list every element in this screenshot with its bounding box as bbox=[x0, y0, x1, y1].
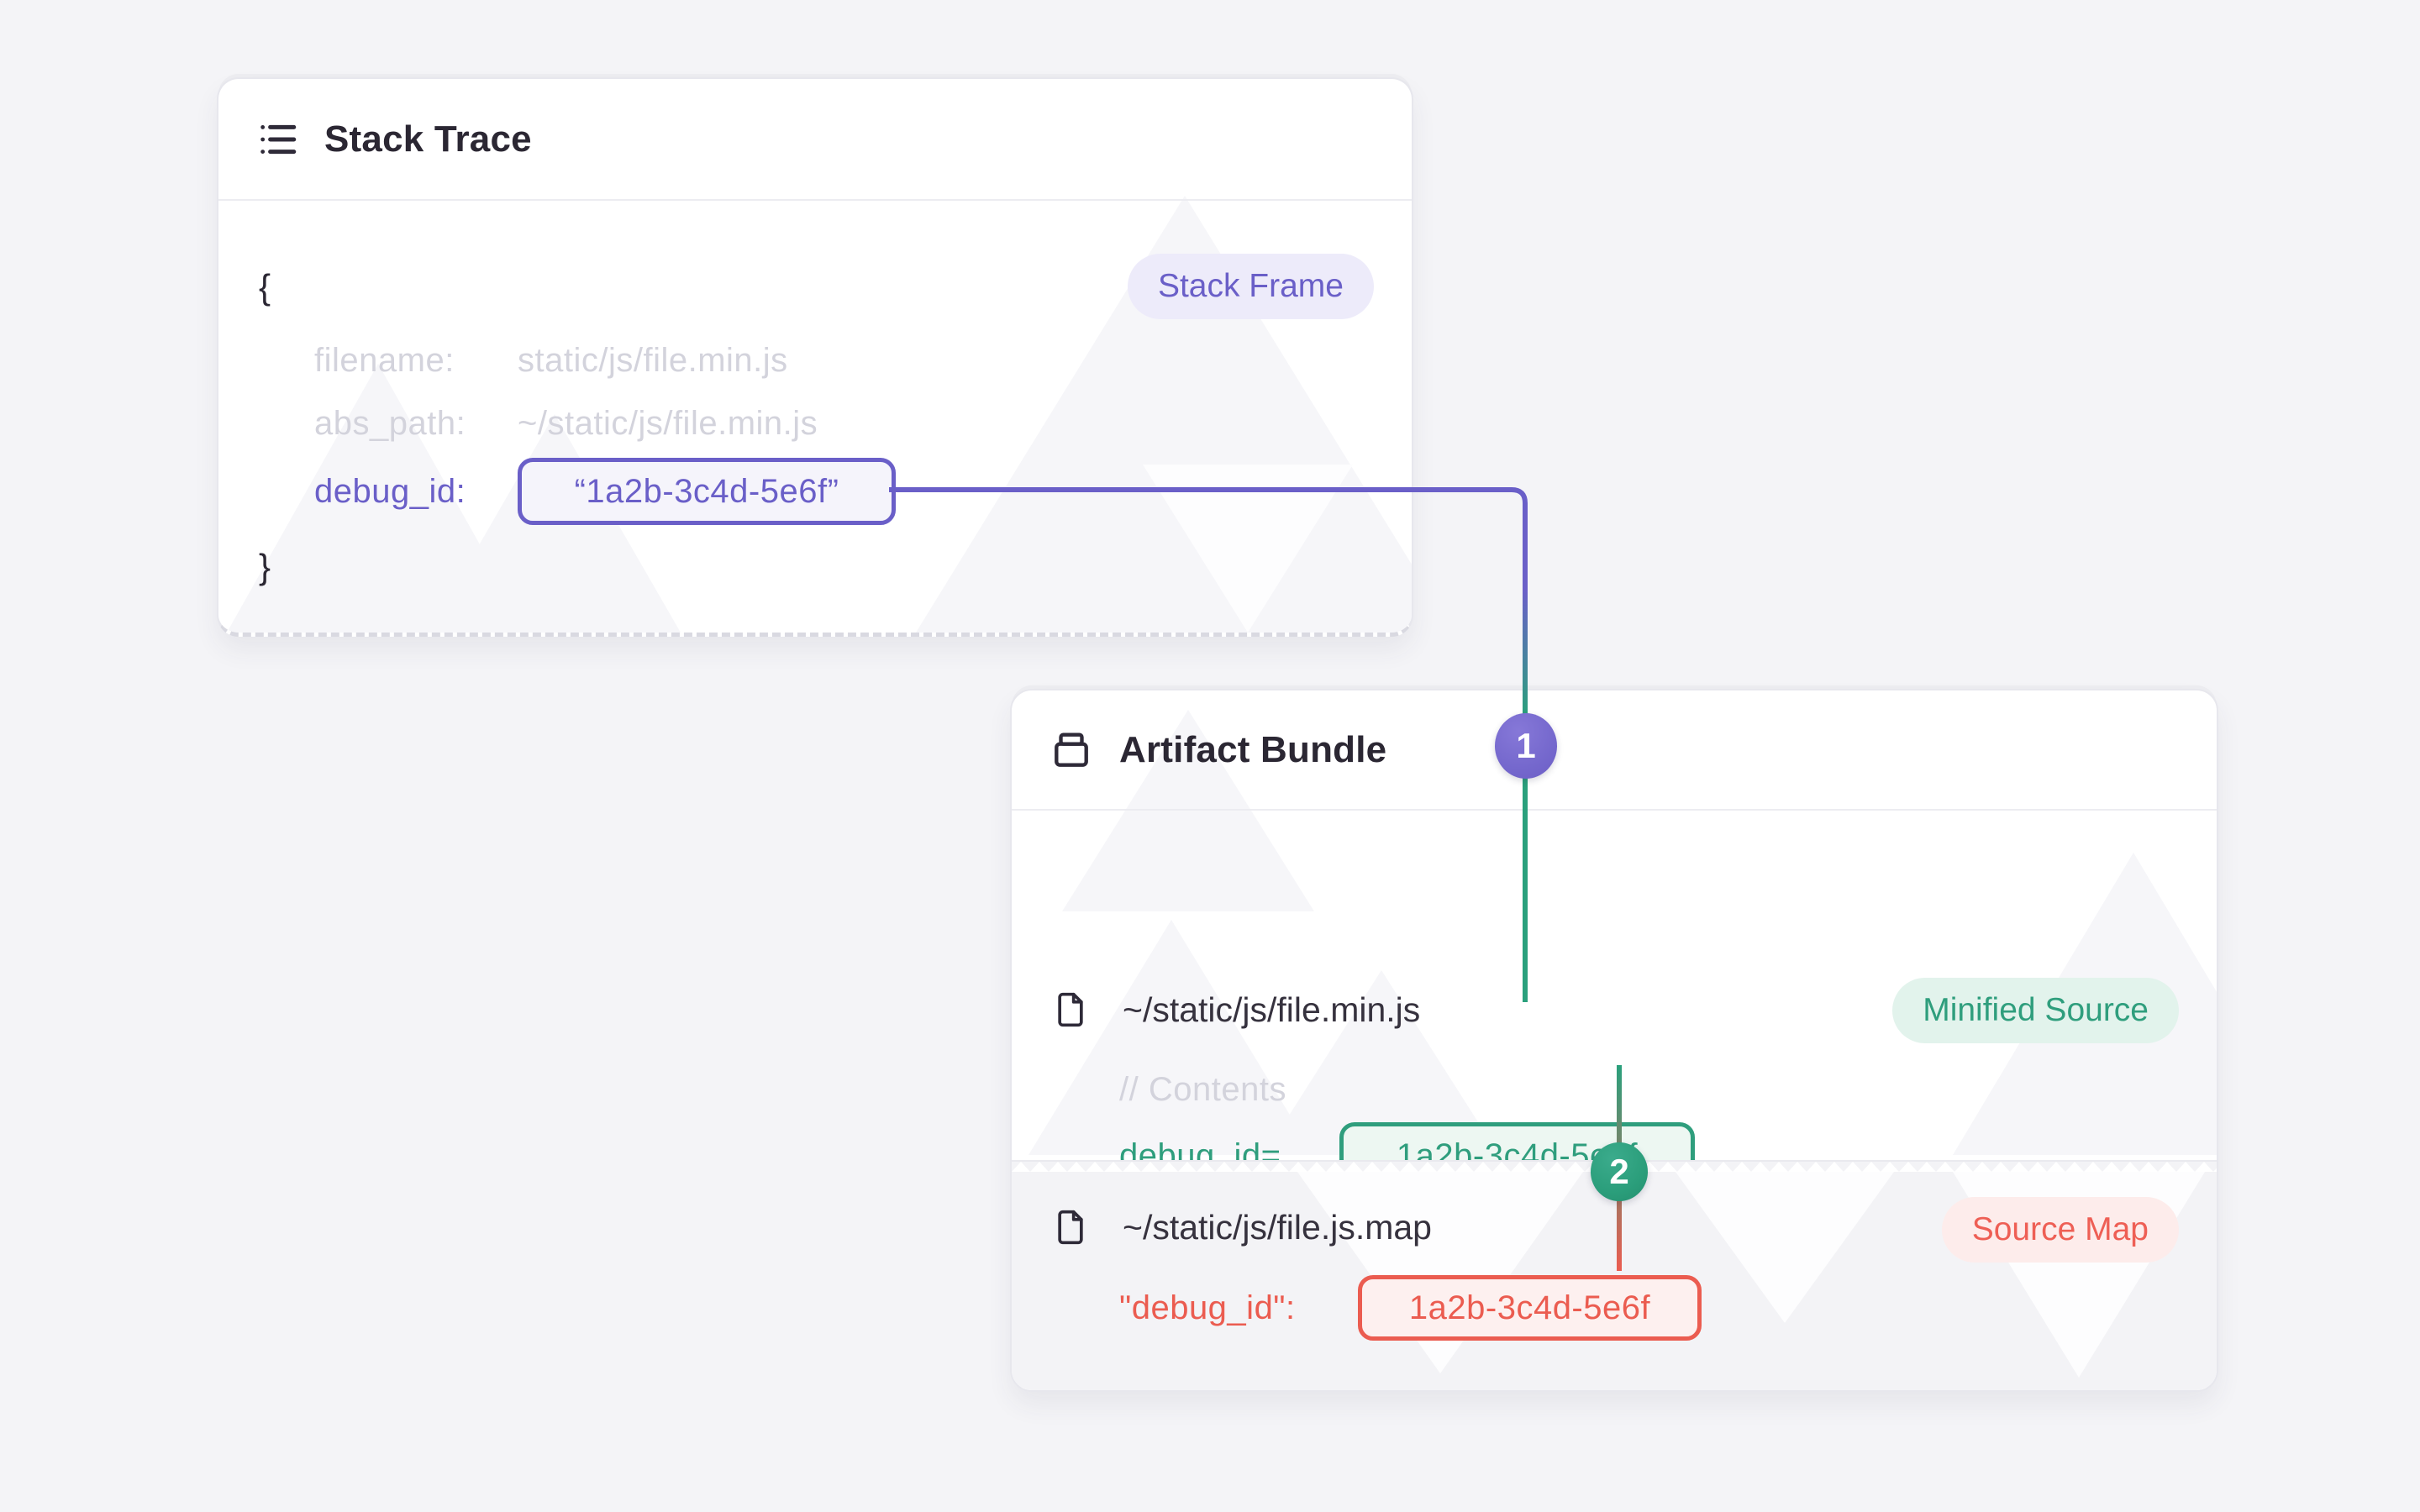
stack-frame-badge: Stack Frame bbox=[1127, 254, 1374, 319]
step-2-number: 2 bbox=[1609, 1152, 1629, 1191]
contents-comment-row: // Contents bbox=[1119, 1056, 1286, 1123]
sourcemap-file-path: ~/static/js/file.js.map bbox=[1123, 1207, 1432, 1247]
stack-trace-title: Stack Trace bbox=[324, 118, 532, 160]
mountain-decoration bbox=[1676, 1172, 1894, 1323]
artifact-bundle-title: Artifact Bundle bbox=[1119, 728, 1387, 770]
file-icon bbox=[1052, 991, 1089, 1028]
list-icon bbox=[257, 118, 299, 160]
file-icon bbox=[1052, 1209, 1089, 1246]
stack-trace-header: Stack Trace bbox=[218, 79, 1412, 201]
stack-trace-body: { Stack Frame filename: static/js/file.m… bbox=[218, 196, 1412, 633]
artifact-bundle-header: Artifact Bundle bbox=[1012, 690, 2217, 811]
sourcemap-debug-id-label: "debug_id": bbox=[1119, 1289, 1296, 1326]
stack-debug-id-row: debug_id: “1a2b-3c4d-5e6f” bbox=[314, 458, 896, 525]
filename-label: filename: bbox=[314, 341, 455, 379]
filename-value: static/js/file.min.js bbox=[518, 341, 788, 379]
source-map-badge: Source Map bbox=[1941, 1197, 2179, 1263]
archive-box-icon bbox=[1050, 729, 1092, 771]
source-map-section: ~/static/js/file.js.map Source Map "debu… bbox=[1012, 1160, 2217, 1390]
minified-source-badge: Minified Source bbox=[1892, 978, 2179, 1043]
json-close-brace: } bbox=[259, 533, 271, 601]
sourcemap-debug-id-value-box: 1a2b-3c4d-5e6f bbox=[1358, 1275, 1702, 1341]
abs-path-label: abs_path: bbox=[314, 404, 466, 442]
stack-debug-id-value-box: “1a2b-3c4d-5e6f” bbox=[518, 458, 896, 525]
sourcemap-file-row: ~/static/js/file.js.map bbox=[1052, 1194, 1432, 1261]
abs-path-row: abs_path: ~/static/js/file.min.js bbox=[314, 390, 818, 457]
sourcemap-debug-id-row: "debug_id": 1a2b-3c4d-5e6f bbox=[1119, 1274, 1702, 1341]
step-2-marker: 2 bbox=[1591, 1142, 1648, 1201]
filename-row: filename: static/js/file.min.js bbox=[314, 327, 788, 394]
artifact-bundle-card: Artifact Bundle ~/static/js/file.min.js … bbox=[1010, 689, 2218, 1392]
brace-open: { bbox=[259, 267, 271, 307]
json-open-brace: { bbox=[259, 254, 271, 321]
step-1-marker: 1 bbox=[1495, 713, 1557, 779]
minified-file-path: ~/static/js/file.min.js bbox=[1123, 990, 1421, 1029]
abs-path-value: ~/static/js/file.min.js bbox=[518, 404, 818, 442]
brace-close: } bbox=[259, 547, 271, 586]
stack-trace-card: Stack Trace { Stack Frame filename: stat… bbox=[217, 77, 1413, 637]
contents-comment: // Contents bbox=[1119, 1070, 1286, 1108]
minified-file-row: ~/static/js/file.min.js bbox=[1052, 976, 1420, 1043]
step-1-number: 1 bbox=[1516, 726, 1536, 765]
stack-debug-id-label: debug_id: bbox=[314, 472, 466, 510]
